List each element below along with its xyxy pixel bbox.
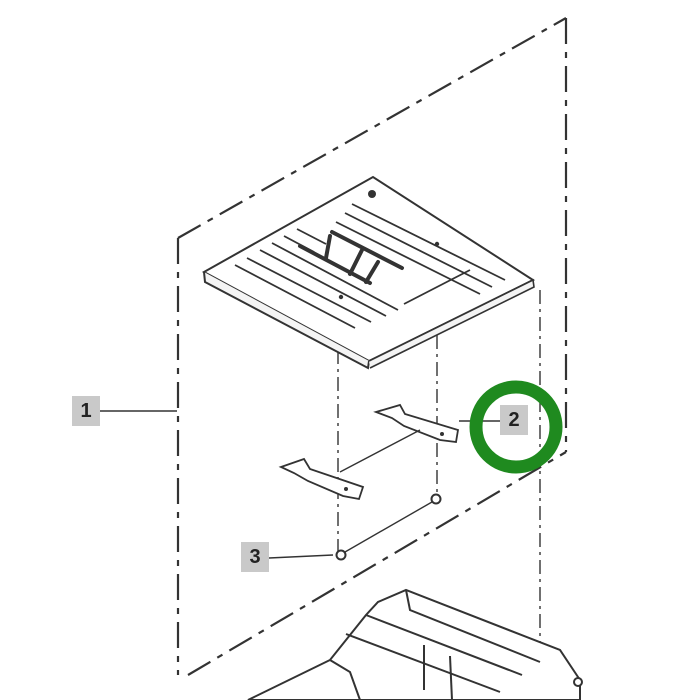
highlight-ring: [469, 380, 563, 474]
support-guide-lines: [337, 290, 541, 700]
frame-phantom-outline: [176, 17, 568, 676]
base-housing: [247, 588, 583, 700]
cover-plate: [201, 175, 536, 370]
callout-label-1: 1: [72, 396, 100, 426]
mounting-clip-lower: [278, 457, 365, 501]
callout-label-3: 3: [241, 542, 269, 572]
mounting-clip-upper: [373, 403, 460, 444]
callout-label-2: 2: [500, 405, 528, 435]
screw-connector-lines: [339, 429, 433, 553]
screw-set: [335, 493, 442, 561]
